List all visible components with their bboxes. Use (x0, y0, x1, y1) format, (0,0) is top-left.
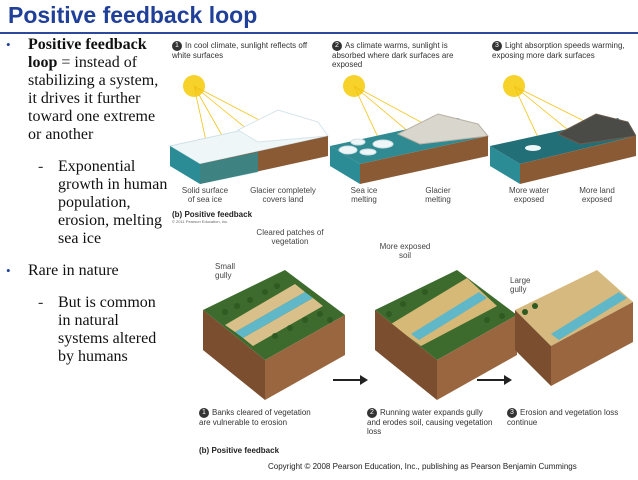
arrow-right-icon (333, 375, 368, 385)
callout-more-exposed-soil: More exposed soil (379, 242, 431, 260)
erosion-figure: Cleared patches of vegetation Small gull… (195, 220, 635, 475)
step-number-icon: 1 (199, 408, 209, 418)
erosion-block-2 (375, 270, 517, 400)
ice-panel-2 (330, 75, 489, 184)
bullet-definition: = instead of stabilizing a system, it dr… (28, 54, 159, 143)
copyright-notice: Copyright © 2008 Pearson Education, Inc.… (268, 462, 577, 471)
bullet-text: Rare in nature (28, 262, 119, 279)
caption-solid-sea-ice: Solid surface of sea ice (181, 186, 229, 204)
step-number-icon: 2 (332, 41, 342, 51)
bullet-list: • Positive feedback loop = instead of st… (6, 36, 168, 366)
bullet-dot-icon: • (6, 263, 11, 278)
bullet-positive-feedback: • Positive feedback loop = instead of st… (6, 36, 168, 144)
callout-small-gully: Small gully (215, 262, 236, 280)
top-figure-credit: © 2011 Pearson Education, Inc. (172, 219, 229, 224)
step-number-icon: 3 (492, 41, 502, 51)
step-number-icon: 2 (367, 408, 377, 418)
sub-bullet-text: But is common in natural systems altered… (58, 294, 157, 365)
ice-albedo-illustration (168, 75, 637, 184)
caption-glacier-covers: Glacier completely covers land (250, 186, 316, 204)
erosion-block-1 (203, 270, 345, 400)
caption-sea-ice-melting: Sea ice melting (350, 186, 378, 204)
callout-large-gully: Large gully (510, 276, 531, 294)
caption-more-land: More land exposed (579, 186, 615, 204)
step-number-icon: 3 (507, 408, 517, 418)
sub-bullet-common: - But is common in natural systems alter… (6, 294, 168, 366)
caption-more-water: More water exposed (508, 186, 549, 204)
caption-glacier-melting: Glacier melting (425, 186, 451, 204)
dash-icon: - (38, 294, 44, 311)
dash-icon: - (38, 158, 44, 175)
erosion-block-3 (515, 270, 633, 386)
bullet-rare: • Rare in nature (6, 262, 168, 280)
bottom-figure-label: (b) Positive feedback (199, 446, 280, 455)
ice-panel-3 (490, 75, 637, 184)
step-number-icon: 1 (172, 41, 182, 51)
erosion-illustration (203, 270, 633, 400)
arrow-right-icon (477, 375, 512, 385)
sub-bullet-examples: - Exponential growth in human population… (6, 158, 168, 248)
bullet-term: Positive feedback loop (28, 36, 147, 71)
ice-panel-1 (168, 75, 330, 184)
slide-title: Positive feedback loop (8, 2, 258, 28)
callout-cleared-patches: Cleared patches of vegetation (256, 228, 324, 246)
bullet-dot-icon: • (6, 37, 11, 52)
sub-bullet-text: Exponential growth in human population, … (58, 158, 168, 247)
top-figure-label: (b) Positive feedback (172, 210, 253, 219)
title-underline (0, 32, 638, 34)
